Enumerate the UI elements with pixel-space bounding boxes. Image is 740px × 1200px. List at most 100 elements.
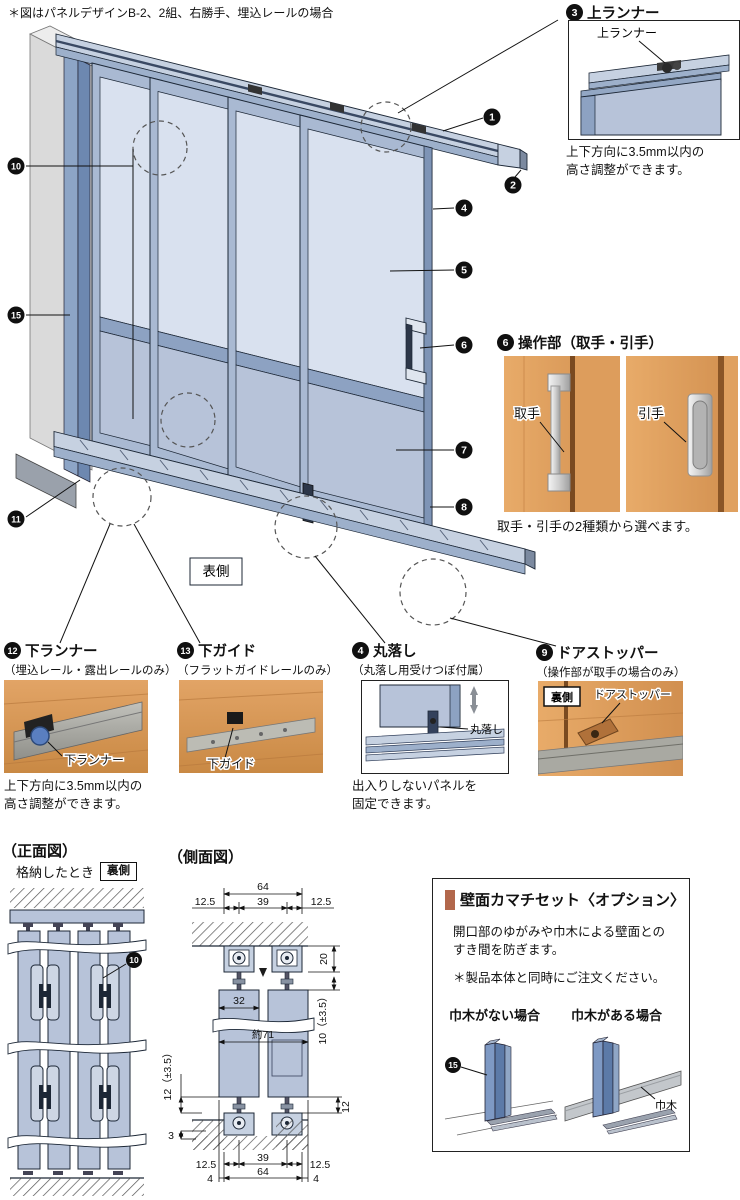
svg-text:8: 8	[461, 502, 467, 514]
callout-5: 5	[455, 261, 473, 279]
svg-text:12.5: 12.5	[310, 1159, 331, 1171]
svg-text:12.5: 12.5	[311, 896, 332, 908]
front-view-title: （正面図）	[2, 843, 78, 860]
lower-guide-subtitle: （フラットガイドレールのみ）	[177, 665, 338, 677]
svg-text:7: 7	[461, 445, 467, 457]
handle-caption: 取手・引手の2種類から選べます。	[497, 519, 698, 534]
svg-text:3: 3	[168, 1130, 174, 1142]
wall-kamachi	[63, 51, 79, 477]
door-stopper-title: 9 ドアストッパー	[536, 642, 659, 663]
svg-text:表側: 表側	[203, 564, 230, 579]
callout-2: 2	[504, 176, 522, 194]
svg-text:39: 39	[257, 1152, 269, 1164]
upper-runner-caption: 上下方向に3.5mm以内の 高さ調整ができます。	[566, 145, 705, 177]
svg-text:15: 15	[11, 311, 21, 321]
kamachi-member	[592, 1040, 604, 1118]
drop-bolt-subtitle: （丸落し用受けつぼ付属）	[352, 665, 490, 677]
svg-text:丸落し: 丸落し	[470, 723, 503, 736]
option-box-title-row: 壁面カマチセット〈オプション〉	[445, 889, 685, 910]
main-isometric-diagram: 1 2 4 5 6 7 8 10 11 15 表側	[7, 19, 559, 647]
floor-rail	[538, 735, 683, 775]
callout-10: 10	[7, 157, 25, 175]
callout-11: 11	[7, 510, 25, 528]
lower-runner-subtitle: （埋込レール・露出レールのみ）	[4, 665, 177, 677]
svg-text:2: 2	[510, 180, 516, 192]
handle-bar	[550, 385, 561, 479]
drop-bolt-caption: 出入りしないパネルを 固定できます。	[352, 779, 478, 811]
bottom-bolts	[23, 1171, 123, 1175]
svg-text:上ランナー: 上ランナー	[597, 26, 657, 40]
rail-cross-sections	[223, 945, 303, 991]
lower-runner-title: 12 下ランナー	[4, 640, 98, 661]
drop-bolt-title: 4 丸落し	[352, 640, 417, 661]
callout-1: 1	[483, 108, 501, 126]
front-view-drawing: 10	[7, 888, 147, 1196]
svg-text:1: 1	[489, 112, 495, 124]
callout-8: 8	[455, 498, 473, 516]
floor-plate	[15, 453, 77, 509]
callout-3-bullet: 3	[566, 4, 583, 21]
front-view-badge: 裏側	[100, 862, 138, 881]
svg-text:取手: 取手	[514, 406, 540, 421]
svg-text:12.5: 12.5	[195, 896, 216, 908]
up-down-arrow	[470, 686, 478, 714]
panel-c	[227, 96, 313, 497]
handle-bottom-bracket	[547, 473, 571, 492]
callout-lines	[25, 19, 559, 647]
svg-text:4: 4	[313, 1173, 319, 1185]
panel-d	[299, 114, 433, 527]
callout-13-bullet: 13	[177, 642, 194, 659]
dim-labels: 64 12.5 39 12.5 20 10（±3.5） 32 約71 12（±3…	[162, 881, 352, 1185]
option-box-note: ＊製品本体と同時にご注文ください。	[453, 971, 666, 985]
hinges	[30, 964, 120, 1122]
lower-runner-caption: 上下方向に3.5mm以内の 高さ調整ができます。	[4, 779, 143, 811]
door-stopper-subtitle: （操作部が取手の場合のみ）	[536, 667, 686, 679]
break-lines	[7, 939, 147, 1149]
svg-text:ドアストッパー: ドアストッパー	[594, 688, 671, 701]
rail-profile	[13, 701, 143, 761]
title-accent-bar	[445, 889, 455, 910]
floor-hatch	[10, 1178, 144, 1196]
svg-text:64: 64	[257, 881, 269, 893]
option-box-body: 開口部のゆがみや巾木による壁面との すき間を防ぎます。	[453, 925, 666, 958]
svg-text:4: 4	[461, 203, 467, 215]
upper-runner-title: 3 上ランナー	[566, 2, 660, 23]
callout-15: 15	[7, 306, 25, 324]
guide-block	[227, 712, 243, 724]
break-line	[212, 1017, 315, 1033]
side-view-title: （側面図）	[168, 849, 244, 866]
svg-text:10（±3.5）: 10（±3.5）	[317, 991, 329, 1044]
callout-4: 4	[455, 199, 473, 217]
option-box: 壁面カマチセット〈オプション〉 開口部のゆがみや巾木による壁面との すき間を防ぎ…	[432, 878, 690, 1152]
front-side-label: 表側	[189, 557, 243, 586]
flat-guide-rail	[186, 717, 316, 753]
front-view-sub: 格納したとき 裏側	[16, 862, 138, 881]
door-stopper-photo: ドアストッパー 裏側	[538, 681, 683, 776]
rail-end-cap	[519, 148, 528, 171]
detail-circles	[92, 101, 467, 626]
page-note: ＊図はパネルデザインB-2、2組、右勝手、埋込レールの場合	[8, 6, 334, 20]
bottom-rail	[53, 430, 536, 575]
top-bolts	[23, 923, 123, 931]
callout-12-bullet: 12	[4, 642, 21, 659]
ura-badge: 裏側	[550, 690, 573, 704]
drop-bolt-illustration: 丸落し	[365, 684, 505, 762]
svg-text:5: 5	[461, 265, 467, 277]
case-label-left: 巾木がない場合	[449, 1008, 541, 1023]
svg-text:10: 10	[11, 162, 21, 172]
callout-bullets: 1 2 4 5 6 7 8 10 11 15	[7, 108, 522, 528]
upper-runner-illustration: 上ランナー	[580, 26, 730, 136]
option-callout-15: 15	[445, 1057, 461, 1073]
panel-a	[91, 62, 163, 460]
runner-roller	[30, 726, 50, 746]
case-label-right: 巾木がある場合	[571, 1008, 663, 1023]
svg-text:12（±3.5）: 12（±3.5）	[162, 1047, 174, 1100]
handle-section-title: 6 操作部（取手・引手）	[497, 332, 663, 353]
panel-handle	[405, 317, 427, 385]
svg-text:64: 64	[257, 1166, 269, 1178]
svg-text:6: 6	[461, 340, 467, 352]
callout-6-bullet: 6	[497, 334, 514, 351]
svg-text:4: 4	[207, 1173, 213, 1185]
svg-text:12.5: 12.5	[196, 1159, 217, 1171]
